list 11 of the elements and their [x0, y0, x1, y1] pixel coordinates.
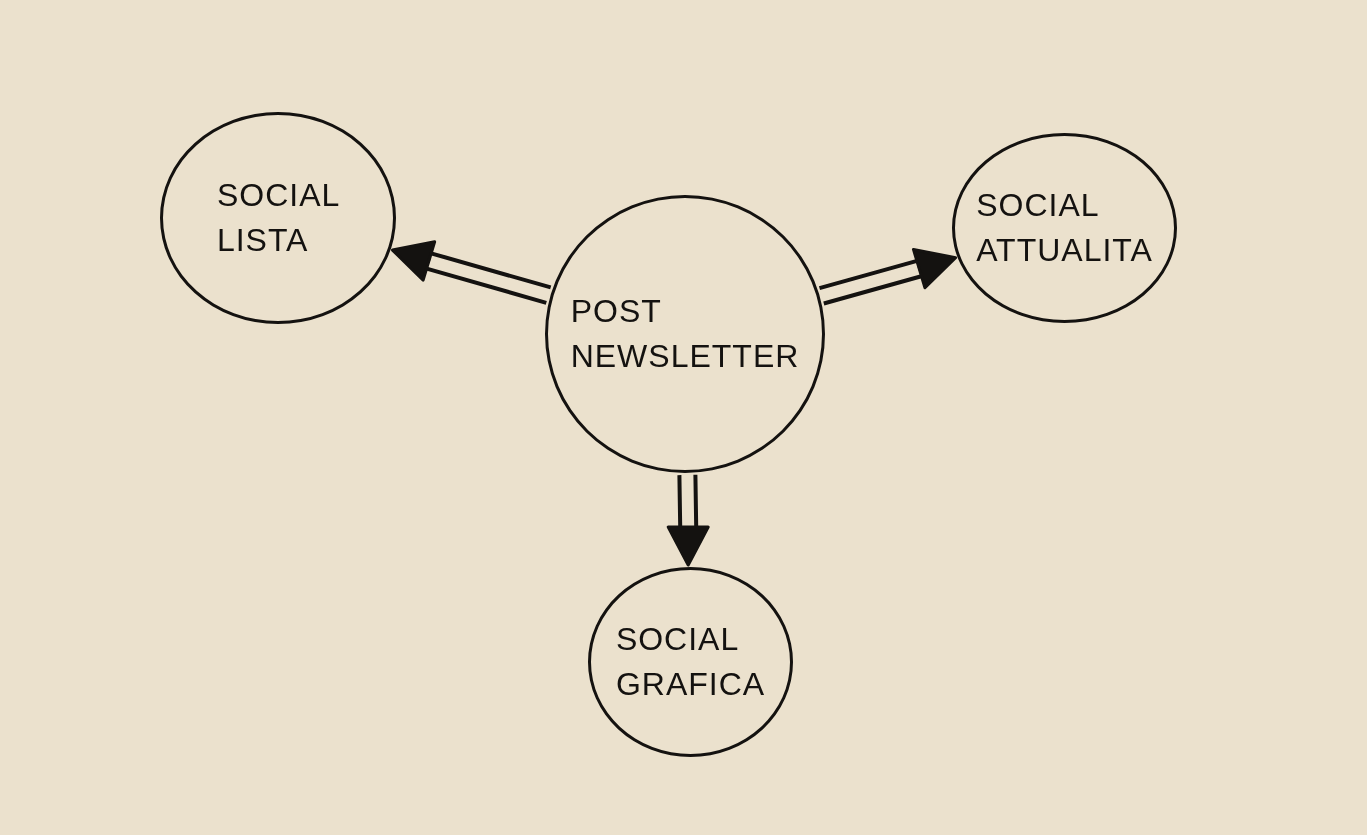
- circle-node: [952, 133, 1177, 323]
- node-label: POST NEWSLETTER: [570, 292, 800, 376]
- circle-node: [545, 195, 825, 473]
- arrow: [817, 247, 958, 306]
- arrow: [391, 240, 553, 305]
- circle-node: [588, 567, 793, 757]
- node-label: SOCIAL GRAFICA: [615, 620, 766, 704]
- node-label: SOCIAL ATTUALITA: [976, 186, 1153, 270]
- circle-node: [160, 112, 396, 324]
- arrow: [666, 472, 710, 567]
- node-label: SOCIAL LISTA: [216, 176, 340, 260]
